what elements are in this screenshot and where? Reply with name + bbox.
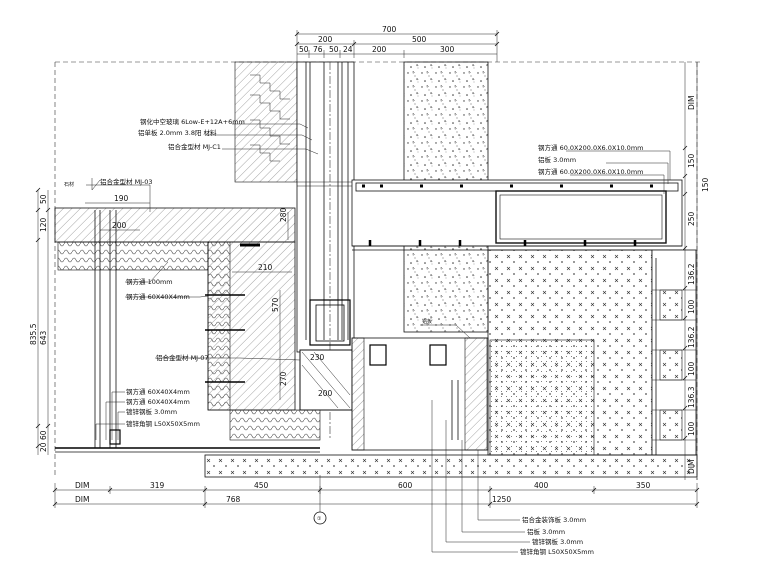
left-dim-643: 643 xyxy=(39,330,48,345)
bottom-dim-4: 1250 xyxy=(492,495,511,504)
label-alu-plate: 铝单板 2.0mm 3.8阳 材料 xyxy=(138,128,217,137)
left-wall-insulation xyxy=(207,241,231,411)
right-dim-9: 100 xyxy=(687,421,696,436)
inner-dim-570: 570 xyxy=(271,297,280,312)
right-dim-8: 136.3 xyxy=(687,386,696,408)
left-insulation xyxy=(57,241,209,271)
label-plate3: 铝板 3.0mm xyxy=(538,155,576,164)
label-steel-left: 钢方通 100mm xyxy=(126,277,173,286)
top-dim-200b: 200 xyxy=(372,45,387,54)
top-dim-200: 200 xyxy=(318,35,333,44)
mullion-system xyxy=(296,61,404,440)
inner-dim-lines xyxy=(85,202,292,400)
top-dim-24: 24 xyxy=(343,45,353,54)
label-steel-c: 镀锌钢板 3.0mm xyxy=(126,407,177,416)
label-mj-07: 铝合金型材 MJ-07 xyxy=(156,353,208,362)
inner-dim-200c: 200 xyxy=(318,389,333,398)
bottom-dim-5: 400 xyxy=(534,481,549,490)
left-dim-60: 60 xyxy=(39,430,48,440)
left-dim-8355: 835.5 xyxy=(29,323,38,345)
inner-dim-210: 210 xyxy=(258,263,273,272)
leader-lines xyxy=(86,123,671,553)
label-steel-b: 钢方通 60X40X4mm xyxy=(126,397,190,406)
label-stone-top: 石材 xyxy=(64,181,74,188)
top-dim-76: 76 xyxy=(313,45,323,54)
bottom-insulation xyxy=(229,409,321,441)
label-mj-03: 铝合金型材 MJ-03 xyxy=(100,177,152,186)
right-dim-1: 150 xyxy=(687,153,696,168)
right-dim-0: DIM xyxy=(687,96,696,110)
top-dim-total: 700 xyxy=(382,25,397,34)
left-dim-20: 20 xyxy=(39,442,48,452)
label-b3: 镀锌钢板 3.0mm xyxy=(532,537,583,546)
label-glass: 钢化中空玻璃 6Low-E+12A+6mm xyxy=(140,117,245,126)
right-dim-5: 100 xyxy=(687,299,696,314)
left-slab-hatch xyxy=(54,207,296,243)
bottom-dim-1: 319 xyxy=(150,481,165,490)
top-dim-50a: 50 xyxy=(299,45,309,54)
label-b1: 铝合金装饰板 3.0mm xyxy=(522,515,586,524)
bottom-dim-2: 450 xyxy=(254,481,269,490)
label-b2: 铝板 3.0mm xyxy=(527,527,565,536)
label-mj-c1: 铝合金型材 MJ-C1 xyxy=(168,142,221,151)
label-steel-a: 钢方通 60X40X4mm xyxy=(126,387,190,396)
left-dimension-lines xyxy=(35,187,51,455)
bottom-dim-3: 600 xyxy=(398,481,413,490)
right-panel-column xyxy=(651,249,697,456)
top-dim-300: 300 xyxy=(440,45,455,54)
right-dim-10: DIM xyxy=(687,460,696,474)
inner-dim-270: 270 xyxy=(279,371,288,386)
bottom-dim-row2-1: 768 xyxy=(226,495,241,504)
section-marker xyxy=(313,475,327,525)
brick-zigzag xyxy=(250,74,290,162)
right-dimension-lines xyxy=(682,62,698,480)
top-dimension-lines xyxy=(294,30,500,62)
right-dim-4: 136.2 xyxy=(687,263,696,285)
top-dim-500: 500 xyxy=(412,35,427,44)
bottom-dim-6: 350 xyxy=(636,481,651,490)
label-b4: 镀锌角钢 L50X50X5mm xyxy=(520,547,594,556)
section-mark-label: ① xyxy=(317,516,322,522)
bottom-dim-row2-0: DIM xyxy=(75,495,89,504)
inner-dim-190: 190 xyxy=(114,194,129,203)
floor-slab xyxy=(204,454,698,478)
inner-dim-230: 230 xyxy=(310,353,325,362)
bottom-dim-0: DIM xyxy=(75,481,89,490)
top-dim-50b: 50 xyxy=(329,45,339,54)
left-posts xyxy=(94,210,260,448)
label-steel2: 钢方通 60.0X200.0X6.0X10.0mm xyxy=(538,167,643,176)
dotted-panel xyxy=(489,339,595,456)
inner-dim-280: 280 xyxy=(279,207,288,222)
central-unit xyxy=(299,299,489,451)
label-angle-left: 镀锌角钢 L50X50X5mm xyxy=(126,419,200,428)
left-dim-120: 120 xyxy=(39,217,48,232)
steel-box-beam xyxy=(351,179,683,251)
right-dim-6: 136.2 xyxy=(687,326,696,348)
label-inner-note: 铝板 xyxy=(422,318,432,325)
right-dim-3: 250 xyxy=(687,211,696,226)
label-steel1: 钢方通 60.0X200.0X6.0X10.0mm xyxy=(538,143,643,152)
label-steel-60: 钢方通 60X40X4mm xyxy=(126,292,190,301)
right-dim-7: 100 xyxy=(687,361,696,376)
left-dim-50: 50 xyxy=(39,194,48,204)
right-dim-2: 150 xyxy=(701,177,710,192)
inner-dim-200: 200 xyxy=(112,221,127,230)
